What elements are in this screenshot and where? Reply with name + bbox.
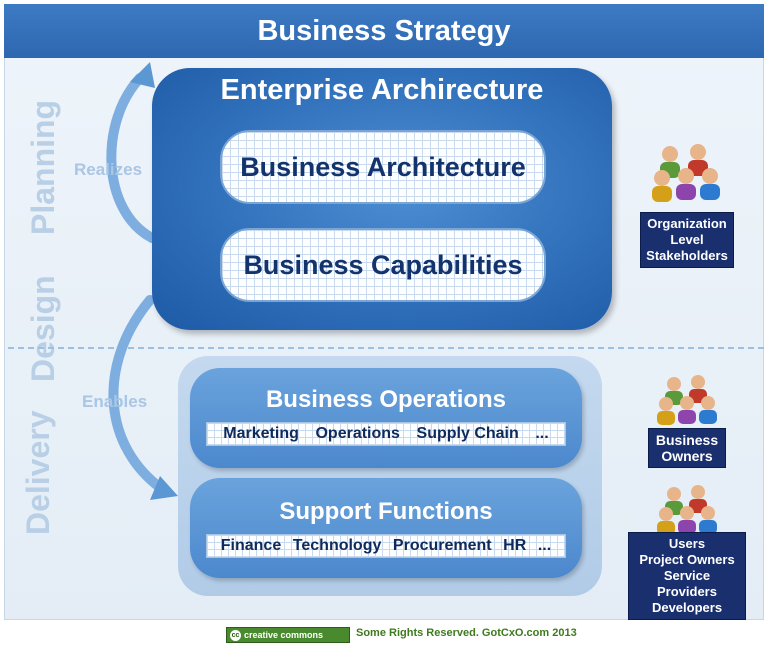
- stakeholder-line: Level: [670, 232, 704, 247]
- footer-copyright: Some Rights Reserved. GotCxO.com 2013: [356, 627, 577, 639]
- page-title: Business Strategy: [4, 4, 764, 58]
- creative-commons-badge: cc creative commons: [226, 627, 350, 643]
- business-architecture-pill: Business Architecture: [220, 130, 546, 204]
- support-functions-title: Support Functions: [279, 498, 493, 525]
- support-item: ...: [537, 537, 552, 554]
- people-group-icon: [657, 485, 717, 535]
- support-item: HR: [503, 537, 527, 554]
- support-item: Procurement: [392, 537, 492, 554]
- enables-label: Enables: [82, 392, 148, 411]
- people-group-icon: [657, 375, 717, 425]
- support-item: Technology: [292, 537, 382, 554]
- business-operations-title: Business Operations: [265, 386, 507, 413]
- operations-item: ...: [535, 425, 549, 442]
- business-operations-box: [190, 368, 582, 468]
- business-capabilities-pill: Business Capabilities: [220, 228, 546, 302]
- stakeholder-line: Project Owners: [639, 552, 735, 567]
- organization-stakeholders-box: Organization Level Stakeholders: [640, 212, 734, 268]
- stakeholder-line: Stakeholders: [646, 248, 728, 263]
- stakeholder-line: Organization: [647, 216, 727, 231]
- operations-item: Operations: [315, 425, 400, 442]
- cc-icon: cc: [230, 629, 241, 641]
- stakeholder-line: Developers: [651, 600, 723, 615]
- realizes-arrow: [106, 62, 157, 243]
- stakeholder-line: Service Providers: [657, 568, 717, 599]
- support-item: Finance: [220, 537, 282, 554]
- operations-item: Marketing: [223, 425, 299, 442]
- enterprise-architecture-title: Enterprise Archirecture: [220, 74, 544, 106]
- stakeholder-line: Users: [668, 536, 706, 551]
- planning-delivery-divider: [8, 347, 764, 349]
- users-box: Users Project Owners Service Providers D…: [628, 532, 746, 620]
- people-group-icon: [652, 144, 720, 202]
- operations-item: Supply Chain: [416, 425, 519, 442]
- support-functions-items: Finance Technology Procurement HR ...: [206, 534, 566, 558]
- business-owners-box: Business Owners: [648, 428, 726, 468]
- stakeholder-line: Owners: [661, 448, 713, 464]
- realizes-label: Realizes: [74, 160, 143, 179]
- business-operations-items: Marketing Operations Supply Chain ...: [206, 422, 566, 446]
- stakeholder-line: Business: [655, 432, 719, 448]
- cc-badge-text: creative commons: [244, 630, 324, 640]
- enables-arrow: [108, 295, 178, 500]
- support-functions-box: [190, 478, 582, 578]
